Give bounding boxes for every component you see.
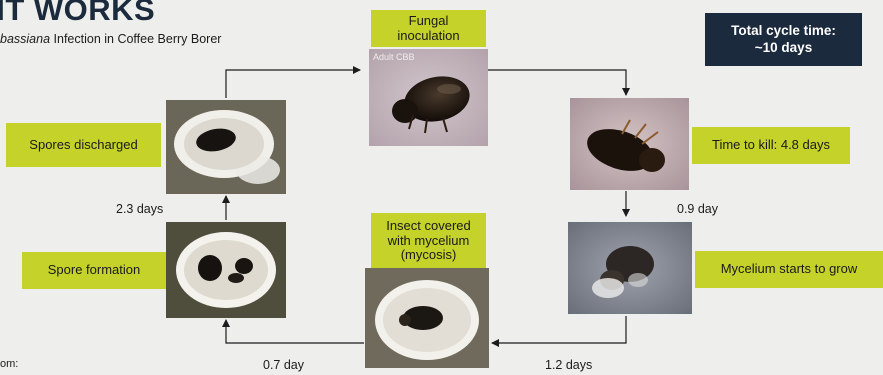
label-mycosis-line3: (mycosis) (386, 248, 471, 263)
duration-kill-to-grow: 0.9 day (677, 202, 718, 216)
photo-adult-cbb: Adult CBB (369, 49, 488, 146)
dead-beetle-illustration (570, 98, 689, 190)
page-subtitle: bassiana Infection in Coffee Berry Borer (0, 32, 221, 46)
spore-formation-illustration (166, 222, 286, 318)
label-fungal-inoculation-line1: Fungal (397, 14, 459, 29)
duration-mycosis-to-formation: 0.7 day (263, 358, 304, 372)
label-spores-discharged: Spores discharged (6, 123, 161, 167)
cycle-time-value: ~10 days (731, 40, 836, 57)
duration-formation-to-discharge: 2.3 days (116, 202, 163, 216)
photo-spore-formation (166, 222, 286, 318)
photo-mycosis (365, 268, 489, 368)
subtitle-species: bassiana (0, 32, 50, 46)
photo-dead-beetle (570, 98, 689, 190)
label-mycelium-starts-to-grow: Mycelium starts to grow (695, 251, 883, 288)
label-mycosis-line1: Insect covered (386, 219, 471, 234)
mycelium-growing-illustration (568, 222, 692, 314)
subtitle-text: Infection in Coffee Berry Borer (50, 32, 221, 46)
photo-mycelium-growing (568, 222, 692, 314)
arrow-inoculation-to-kill (488, 70, 626, 95)
arrow-mycosis-to-formation (226, 320, 364, 343)
page-title: / IT WORKS (0, 0, 155, 28)
spores-discharged-illustration (166, 100, 286, 194)
label-mycosis: Insect covered with mycelium (mycosis) (371, 213, 486, 269)
arrow-discharge-to-inoculation (226, 70, 360, 98)
total-cycle-time-box: Total cycle time: ~10 days (705, 13, 862, 66)
arrow-grow-to-mycosis (492, 316, 626, 343)
photo-tag-adult-cbb: Adult CBB (373, 52, 415, 62)
label-spore-formation: Spore formation (22, 252, 166, 289)
mycosis-illustration (365, 268, 489, 368)
duration-grow-to-mycosis: 1.2 days (545, 358, 592, 372)
beetle-illustration (369, 49, 488, 146)
cycle-time-label: Total cycle time: (731, 23, 836, 40)
photo-spores-discharged (166, 100, 286, 194)
source-label: om: (0, 358, 18, 370)
label-fungal-inoculation: Fungal inoculation (371, 10, 486, 47)
label-time-to-kill: Time to kill: 4.8 days (692, 127, 850, 164)
label-mycosis-line2: with mycelium (386, 234, 471, 249)
label-fungal-inoculation-line2: inoculation (397, 29, 459, 44)
